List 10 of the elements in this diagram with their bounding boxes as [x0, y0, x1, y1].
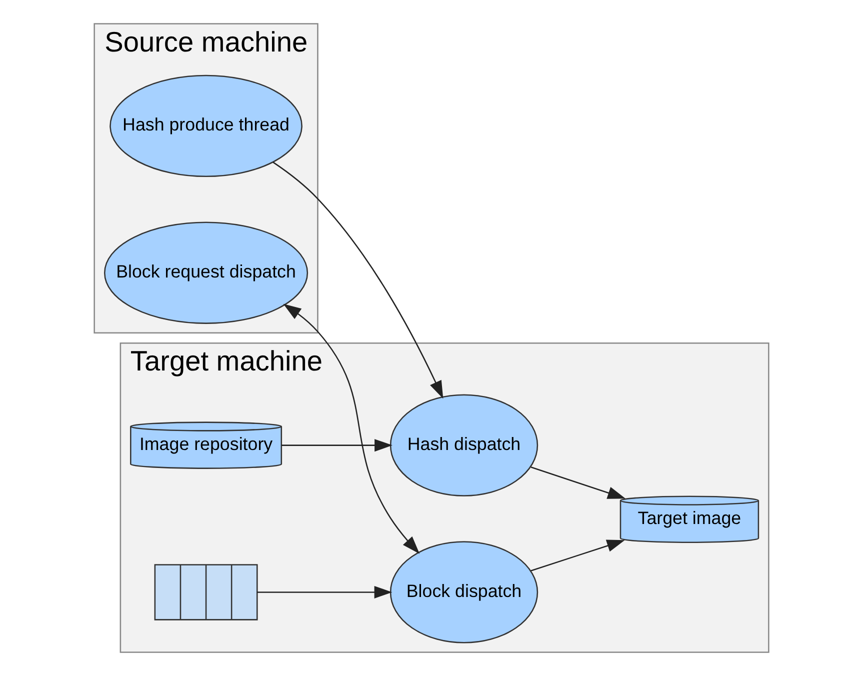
node-ellipse: Hash produce thread — [109, 74, 302, 178]
arrow — [282, 304, 420, 554]
arrow — [530, 466, 626, 499]
node-ellipse: Block dispatch — [389, 541, 538, 644]
node-ellipse: Block request dispatch — [103, 222, 308, 324]
arrow — [272, 162, 443, 399]
node-ellipse: Hash dispatch — [389, 394, 538, 496]
arrow — [530, 540, 624, 572]
arrow — [281, 439, 392, 452]
arrow — [256, 586, 392, 598]
